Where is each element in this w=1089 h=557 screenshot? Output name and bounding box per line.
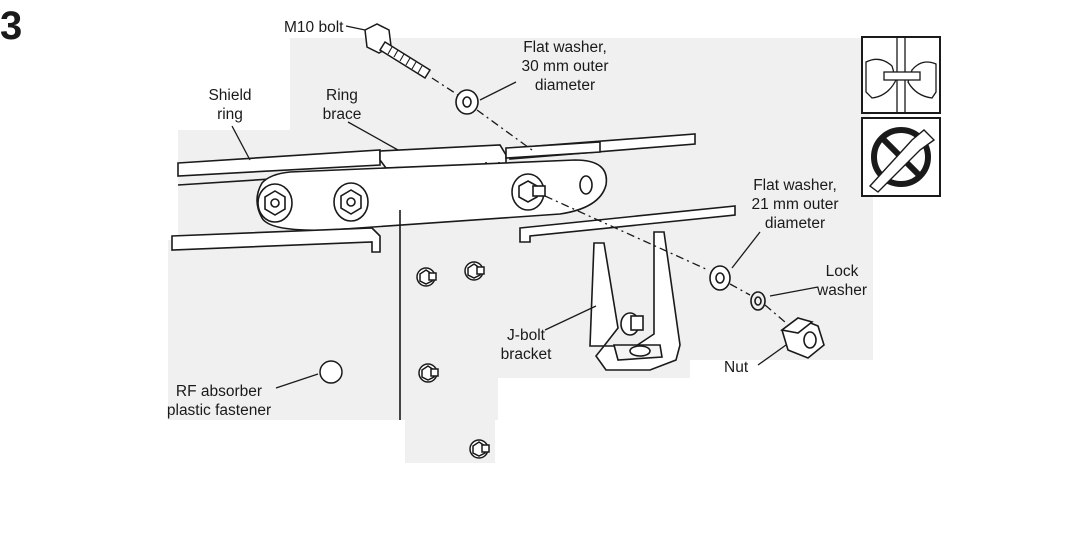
shield-ring-label: Shield ring	[200, 86, 260, 124]
nut-label: Nut	[724, 358, 748, 377]
label-line: 21 mm outer	[751, 196, 839, 213]
lock-washer-label: Lock washer	[810, 262, 874, 300]
no-power-tool-icon	[861, 117, 941, 197]
flat-washer-21mm	[709, 265, 731, 291]
label-line: Flat washer,	[523, 39, 607, 56]
flat-washer-21mm-label: Flat washer, 21 mm outer diameter	[740, 176, 850, 233]
plate-bolt	[511, 173, 546, 211]
label-line: Ring	[326, 87, 358, 104]
label-line: Nut	[724, 359, 749, 376]
label-line: M10 bolt	[284, 19, 344, 36]
m10-bolt	[364, 23, 432, 80]
label-line: 30 mm outer	[521, 58, 609, 75]
flange-nut	[464, 261, 485, 281]
plate-bolt	[333, 182, 369, 222]
m10-bolt-label: M10 bolt	[284, 18, 343, 37]
label-line: washer	[817, 282, 867, 299]
label-line: brace	[322, 106, 362, 123]
flange-nut	[416, 267, 437, 287]
flange-nuts	[416, 261, 490, 459]
label-line: diameter	[534, 77, 596, 94]
rf-absorber-label: RF absorber plastic fastener	[160, 382, 278, 420]
label-line: Flat washer,	[753, 177, 837, 194]
ring-brace-label: Ring brace	[312, 86, 372, 124]
hand-tightening-icon	[861, 36, 941, 114]
label-line: bracket	[500, 346, 552, 363]
hex-nut	[780, 317, 825, 359]
j-bolt-bracket-label: J-bolt bracket	[496, 326, 556, 364]
label-line: plastic fastener	[166, 402, 272, 419]
lock-washer	[750, 291, 766, 311]
label-line: J-bolt	[507, 327, 545, 344]
step-number: 3	[0, 4, 23, 48]
flat-washer-30mm	[455, 89, 479, 115]
label-line: Lock	[825, 263, 859, 280]
label-line: ring	[217, 106, 243, 123]
label-line: Shield	[208, 87, 252, 104]
plate-bolts	[257, 173, 546, 223]
lower-rails	[171, 205, 736, 253]
label-line: diameter	[764, 215, 826, 232]
flat-washer-30mm-label: Flat washer, 30 mm outer diameter	[515, 38, 615, 95]
rf-absorber-fastener	[319, 360, 343, 384]
assembly-axes	[431, 77, 786, 323]
flange-nut	[469, 439, 490, 459]
leader-lines	[231, 25, 819, 389]
label-line: RF absorber	[175, 383, 263, 400]
plate-bolt	[257, 183, 293, 223]
j-bolt-bracket	[589, 231, 681, 371]
flange-nut	[418, 363, 439, 383]
